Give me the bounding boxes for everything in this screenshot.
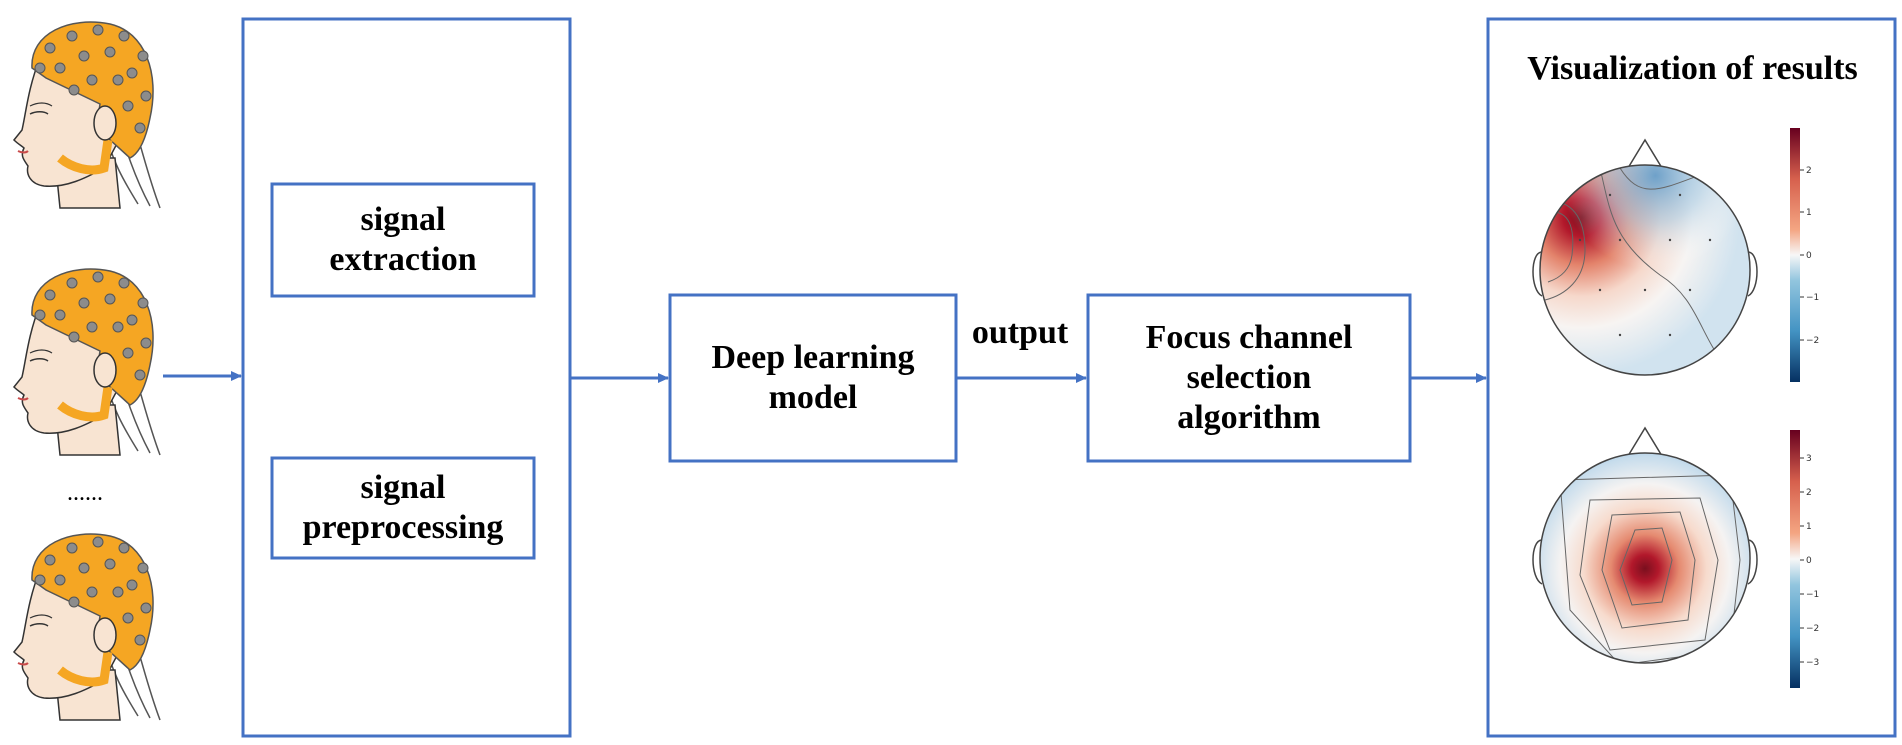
- tick-label: 3: [1806, 454, 1812, 464]
- colorbar-bottom-ticks: 3 2 1 0 −1 −2 −3: [1800, 454, 1819, 668]
- signal-extraction-box: [270, 182, 536, 298]
- tick-label: 0: [1806, 251, 1812, 261]
- signal-preprocessing-label: signal preprocessing: [272, 458, 534, 558]
- output-edge-label: output: [971, 313, 1069, 351]
- tick-label: −3: [1806, 658, 1819, 668]
- model-line2: model: [768, 379, 858, 416]
- tick-label: −1: [1806, 293, 1819, 303]
- tick-label: 1: [1806, 208, 1812, 218]
- tick-label: −1: [1806, 590, 1819, 600]
- selection-line1: Focus channel: [1145, 318, 1353, 356]
- results-panel: [1486, 17, 1897, 738]
- signal-preprocessing-line1: signal: [360, 468, 446, 506]
- subjects-ellipsis: ......: [67, 479, 103, 506]
- deep-learning-model-label: Deep learning model: [670, 295, 956, 461]
- results-title: Visualization of results: [1527, 50, 1858, 87]
- eeg-subject-1: [14, 22, 160, 208]
- topomap-frontal: 2 1 0 −1 −2: [1532, 128, 1819, 382]
- colorbar-top: [1790, 128, 1800, 382]
- eeg-subject-2: [14, 269, 160, 455]
- signal-extraction-line2: extraction: [329, 241, 477, 278]
- selection-line3: algorithm: [1177, 399, 1321, 437]
- tick-label: 0: [1806, 556, 1812, 566]
- signal-extraction-line1: signal: [360, 200, 446, 238]
- signal-panel: [241, 17, 572, 738]
- signal-preprocessing-line2: preprocessing: [302, 509, 504, 546]
- tick-label: 2: [1806, 488, 1812, 498]
- tick-label: −2: [1806, 336, 1819, 346]
- colorbar-top-ticks: 2 1 0 −1 −2: [1800, 166, 1819, 346]
- tick-label: −2: [1806, 624, 1819, 634]
- signal-extraction-label: signal extraction: [272, 184, 534, 296]
- signal-preprocessing-box: [270, 456, 536, 560]
- colorbar-bottom: [1790, 430, 1800, 688]
- selection-line2: selection: [1186, 358, 1312, 396]
- focus-channel-selection-label: Focus channel selection algorithm: [1088, 295, 1410, 461]
- eeg-subject-3: [14, 534, 160, 720]
- tick-label: 2: [1806, 166, 1812, 176]
- topomap-central: 3 2 1 0 −1 −2 −3: [1532, 426, 1819, 688]
- model-line1: Deep learning: [711, 338, 915, 376]
- tick-label: 1: [1806, 522, 1812, 532]
